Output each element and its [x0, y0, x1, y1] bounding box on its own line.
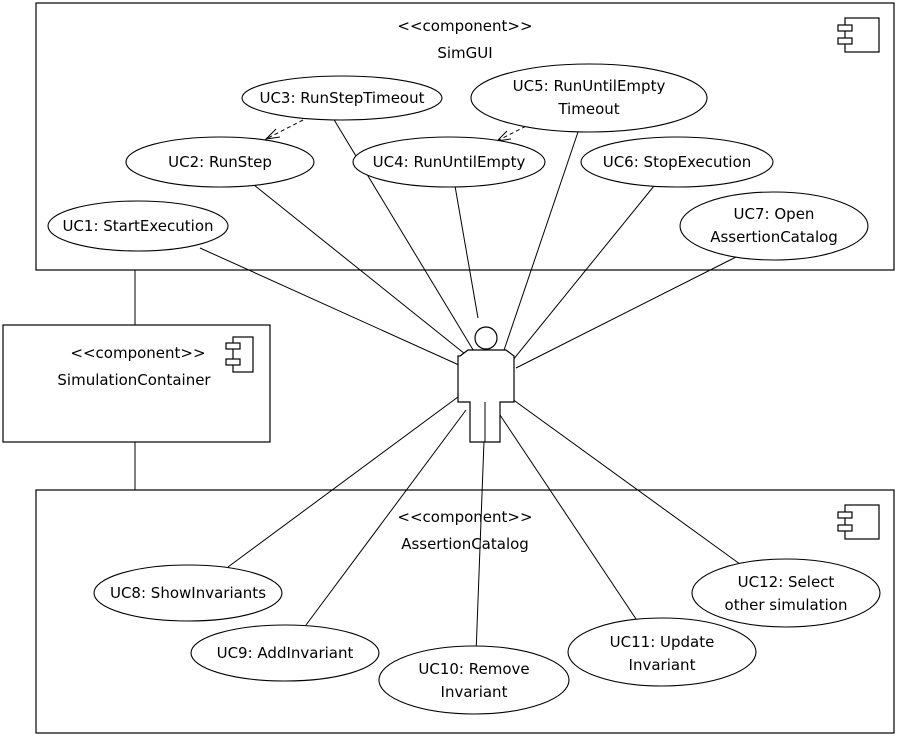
uc5: UC5: RunUntilEmpty Timeout: [470, 63, 708, 133]
assertion-name: AssertionCatalog: [401, 535, 529, 553]
uc7-label-line1: UC7: Open: [734, 205, 815, 223]
uc5-label-line1: UC5: RunUntilEmpty: [513, 77, 666, 95]
uc7: UC7: Open AssertionCatalog: [679, 191, 869, 261]
assoc-uc12: [507, 395, 745, 568]
uc6-label: UC6: StopExecution: [603, 153, 752, 171]
actor-user: [457, 326, 515, 443]
assoc-uc8: [227, 393, 463, 568]
assoc-uc7: [515, 254, 741, 369]
uc1: UC1: StartExecution: [47, 200, 229, 252]
assertion-stereotype: <<component>>: [397, 508, 532, 526]
uc11: UC11: Update Invariant: [567, 617, 757, 687]
uc10-label-line1: UC10: Remove: [418, 660, 529, 678]
extend-arrowhead-uc2: [264, 128, 281, 140]
assoc-uc4: [454, 185, 479, 319]
simulationcontainer-component: <<component>> SimulationContainer: [2, 324, 271, 443]
assoc-uc2: [253, 184, 476, 363]
uc7-label-line2: AssertionCatalog: [710, 228, 838, 246]
uc8-label: UC8: ShowInvariants: [110, 584, 266, 602]
simgui-stereotype: <<component>>: [397, 17, 532, 35]
associations: [199, 117, 745, 655]
assoc-uc10: [475, 440, 485, 655]
uc3: UC3: RunStepTimeout: [241, 75, 443, 121]
uc6: UC6: StopExecution: [580, 136, 774, 188]
uc4-label: UC4: RunUntilEmpty: [373, 153, 526, 171]
uc11-label-line2: Invariant: [629, 656, 696, 674]
uc11-label-line1: UC11: Update: [610, 633, 715, 651]
simgui-name: SimGUI: [437, 44, 492, 62]
assoc-uc11: [499, 414, 639, 623]
uc5-label-line2: Timeout: [557, 100, 619, 118]
uc1-label: UC1: StartExecution: [62, 217, 213, 235]
assoc-uc6: [507, 185, 655, 367]
uc12-label-line2: other simulation: [725, 596, 848, 614]
container-name: SimulationContainer: [57, 371, 211, 389]
assoc-uc1: [199, 247, 471, 371]
assoc-uc9: [305, 409, 467, 626]
actor-body: [457, 349, 515, 443]
uc9: UC9: AddInvariant: [190, 624, 380, 682]
uc3-label: UC3: RunStepTimeout: [259, 89, 424, 107]
component-icon: [837, 504, 880, 540]
uc2-label: UC2: RunStep: [168, 153, 272, 171]
assoc-uc5: [499, 131, 579, 363]
uc12-label-line1: UC12: Select: [738, 573, 835, 591]
uc4: UC4: RunUntilEmpty: [352, 136, 546, 188]
component-icon: [225, 336, 254, 373]
container-stereotype: <<component>>: [70, 344, 205, 362]
component-icon: [837, 17, 880, 53]
uc10-label-line2: Invariant: [441, 683, 508, 701]
uc10: UC10: Remove Invariant: [378, 645, 570, 715]
uc8: UC8: ShowInvariants: [93, 564, 283, 622]
uc9-label: UC9: AddInvariant: [217, 644, 354, 662]
uc2: UC2: RunStep: [125, 136, 315, 188]
uc12: UC12: Select other simulation: [691, 558, 881, 628]
actor-head: [474, 326, 498, 350]
